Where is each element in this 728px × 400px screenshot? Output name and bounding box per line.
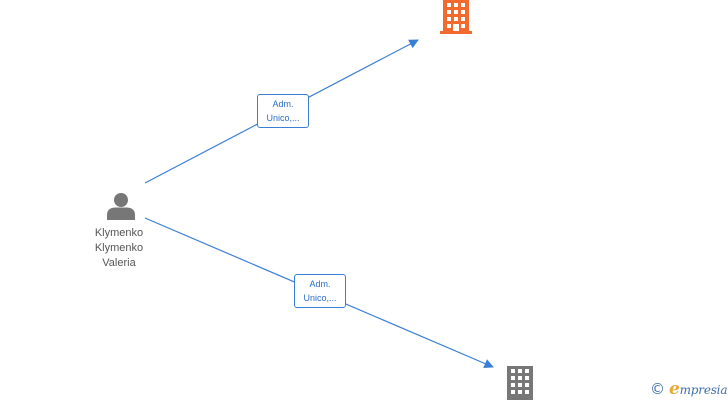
- relation-label-1-line-2: Unico,...: [266, 113, 300, 123]
- relation-label-2-line-2: Unico,...: [303, 293, 337, 303]
- empresia-logo: © empresia: [650, 379, 727, 399]
- copyright-symbol: ©: [650, 380, 665, 398]
- person-name-line-2: Klymenko: [94, 242, 144, 254]
- company-building-icon-1[interactable]: [440, 0, 472, 34]
- relation-label-2-line-1: Adm.: [309, 279, 331, 289]
- relation-label-1[interactable]: Adm. Unico,...: [257, 94, 309, 128]
- person-name-line-1: Klymenko: [94, 227, 144, 239]
- person-name-line-3: Valeria: [102, 257, 136, 269]
- brand-wordmark: empresia: [669, 379, 727, 399]
- relation-label-1-line-1: Adm.: [272, 99, 294, 109]
- company-building-icon-2[interactable]: [504, 366, 536, 400]
- relation-label-2[interactable]: Adm. Unico,...: [294, 274, 346, 308]
- brand-initial: e: [669, 379, 680, 399]
- person-name[interactable]: Klymenko Klymenko Valeria: [79, 226, 159, 271]
- brand-rest: mpresia: [679, 383, 728, 397]
- person-icon[interactable]: [106, 192, 136, 220]
